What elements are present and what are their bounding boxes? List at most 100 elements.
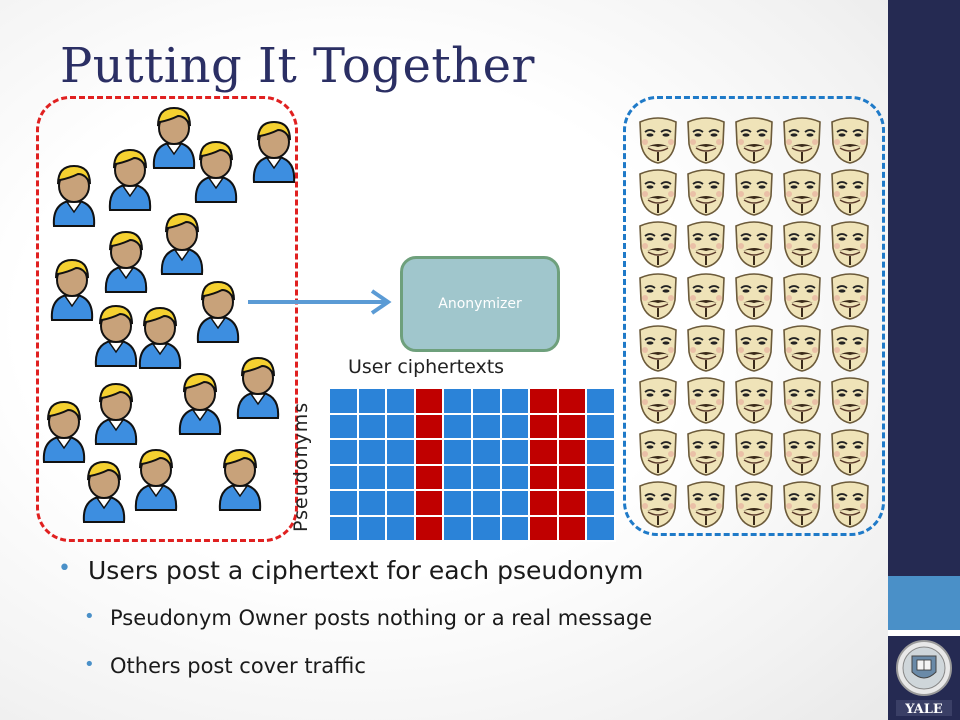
guy-fawkes-mask-icon bbox=[828, 478, 872, 528]
ciphertext-cell bbox=[471, 439, 501, 465]
ciphertext-cell bbox=[500, 464, 530, 490]
guy-fawkes-mask-icon bbox=[828, 426, 872, 476]
ciphertext-cell bbox=[586, 388, 615, 414]
guy-fawkes-mask-icon bbox=[732, 166, 776, 216]
ciphertexts-label: User ciphertexts bbox=[348, 356, 505, 378]
user-icon bbox=[232, 354, 284, 420]
guy-fawkes-mask-icon bbox=[636, 478, 680, 528]
ciphertext-cell bbox=[443, 413, 472, 439]
guy-fawkes-mask-icon bbox=[780, 270, 824, 320]
ciphertext-cell bbox=[357, 439, 387, 465]
ciphertext-cell bbox=[414, 515, 444, 541]
ciphertext-cell bbox=[329, 464, 358, 490]
ciphertext-cell bbox=[329, 490, 358, 516]
user-icon bbox=[148, 104, 200, 170]
ciphertext-cell bbox=[443, 464, 472, 490]
ciphertext-cell bbox=[414, 413, 444, 439]
ciphertext-cell bbox=[443, 439, 472, 465]
guy-fawkes-mask-icon bbox=[684, 478, 728, 528]
ciphertext-cell bbox=[557, 439, 587, 465]
ciphertext-cell bbox=[500, 490, 530, 516]
guy-fawkes-mask-icon bbox=[684, 270, 728, 320]
guy-fawkes-mask-icon bbox=[828, 374, 872, 424]
guy-fawkes-mask-icon bbox=[780, 166, 824, 216]
ciphertext-cell bbox=[443, 515, 472, 541]
ciphertext-cell bbox=[586, 464, 615, 490]
guy-fawkes-mask-icon bbox=[732, 270, 776, 320]
guy-fawkes-mask-icon bbox=[636, 218, 680, 268]
bullet-item: •Users post a ciphertext for each pseudo… bbox=[58, 548, 652, 594]
ciphertext-cell bbox=[529, 490, 558, 516]
bullet-text: Others post cover traffic bbox=[110, 654, 366, 678]
ciphertext-cell bbox=[557, 413, 587, 439]
ciphertext-cell bbox=[586, 439, 615, 465]
ciphertext-cell bbox=[386, 464, 415, 490]
ciphertext-cell bbox=[471, 490, 501, 516]
ciphertext-cell bbox=[529, 464, 558, 490]
user-icon bbox=[104, 146, 156, 212]
ciphertext-cell bbox=[357, 515, 387, 541]
ciphertext-cell bbox=[557, 464, 587, 490]
user-icon bbox=[90, 302, 142, 368]
ciphertext-cell bbox=[500, 388, 530, 414]
ciphertext-cell bbox=[386, 413, 415, 439]
ciphertext-cell bbox=[414, 464, 444, 490]
guy-fawkes-mask-icon bbox=[684, 218, 728, 268]
ciphertext-cell bbox=[386, 490, 415, 516]
ciphertext-cell bbox=[500, 515, 530, 541]
ciphertext-cell bbox=[471, 515, 501, 541]
guy-fawkes-mask-icon bbox=[636, 270, 680, 320]
guy-fawkes-mask-icon bbox=[684, 426, 728, 476]
sidebar-divider bbox=[888, 630, 960, 636]
guy-fawkes-mask-icon bbox=[684, 114, 728, 164]
guy-fawkes-mask-icon bbox=[828, 166, 872, 216]
ciphertext-cell bbox=[529, 413, 558, 439]
guy-fawkes-mask-icon bbox=[780, 322, 824, 372]
user-icon bbox=[130, 446, 182, 512]
guy-fawkes-mask-icon bbox=[780, 478, 824, 528]
anonymizer-box: Anonymizer bbox=[400, 256, 560, 352]
user-icon bbox=[78, 458, 130, 524]
guy-fawkes-mask-icon bbox=[636, 322, 680, 372]
guy-fawkes-mask-icon bbox=[780, 374, 824, 424]
pseudonyms-label: Pseudonyms bbox=[290, 401, 312, 532]
ciphertext-cell bbox=[414, 388, 444, 414]
guy-fawkes-mask-icon bbox=[732, 478, 776, 528]
user-icon bbox=[214, 446, 266, 512]
ciphertext-cell bbox=[329, 413, 358, 439]
ciphertext-cell bbox=[329, 388, 358, 414]
guy-fawkes-mask-icon bbox=[828, 114, 872, 164]
ciphertext-cell bbox=[586, 515, 615, 541]
bullet-text: Pseudonym Owner posts nothing or a real … bbox=[110, 606, 653, 630]
ciphertext-cell bbox=[414, 439, 444, 465]
user-icon bbox=[174, 370, 226, 436]
guy-fawkes-mask-icon bbox=[636, 166, 680, 216]
user-icon bbox=[46, 256, 98, 322]
user-icon bbox=[100, 228, 152, 294]
guy-fawkes-mask-icon bbox=[732, 374, 776, 424]
guy-fawkes-mask-icon bbox=[732, 218, 776, 268]
yale-seal-icon: YALE bbox=[896, 640, 952, 717]
ciphertext-cell bbox=[557, 388, 587, 414]
sub-bullet-item: •Pseudonym Owner posts nothing or a real… bbox=[84, 594, 652, 642]
guy-fawkes-mask-icon bbox=[732, 114, 776, 164]
guy-fawkes-mask-icon bbox=[780, 114, 824, 164]
ciphertext-cell bbox=[557, 490, 587, 516]
ciphertext-cell bbox=[329, 439, 358, 465]
ciphertext-cell bbox=[471, 464, 501, 490]
guy-fawkes-mask-icon bbox=[732, 322, 776, 372]
guy-fawkes-mask-icon bbox=[636, 374, 680, 424]
guy-fawkes-mask-icon bbox=[828, 322, 872, 372]
bullet-dot-icon: • bbox=[84, 654, 95, 675]
users-group-border bbox=[36, 96, 298, 542]
ciphertext-cell bbox=[500, 439, 530, 465]
user-icon bbox=[156, 210, 208, 276]
ciphertext-cell bbox=[586, 490, 615, 516]
ciphertext-cell bbox=[386, 388, 415, 414]
guy-fawkes-mask-icon bbox=[828, 270, 872, 320]
user-icon bbox=[190, 138, 242, 204]
user-icon bbox=[48, 162, 100, 228]
ciphertext-cell bbox=[357, 464, 387, 490]
ciphertext-cell bbox=[329, 515, 358, 541]
user-icon bbox=[248, 118, 300, 184]
